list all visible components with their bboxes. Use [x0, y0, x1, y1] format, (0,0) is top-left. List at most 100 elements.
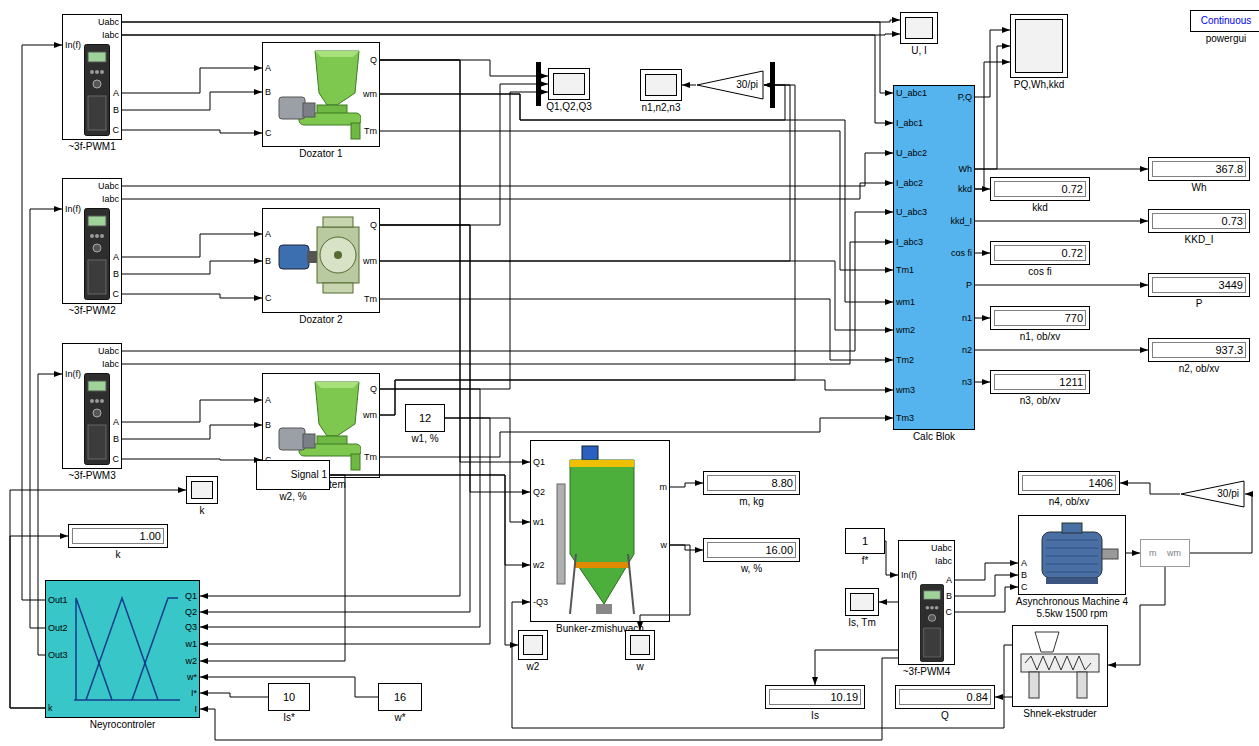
port-label: A — [113, 417, 119, 428]
port-label: Q3 — [185, 622, 197, 633]
display-value: 0.72 — [1062, 247, 1083, 260]
display-block: 770n1, ob/xv — [990, 306, 1090, 330]
port-label: Q1 — [185, 591, 197, 602]
signal-line — [885, 541, 898, 575]
block-name: PQ,Wh,kkd — [1014, 79, 1065, 91]
display-value: 0.73 — [1222, 215, 1243, 228]
scope-block: w2 — [518, 630, 548, 660]
signal-line — [122, 425, 262, 439]
signal-line — [380, 380, 893, 415]
port-label: kkd — [958, 184, 972, 195]
block-name: Dozator 1 — [299, 148, 342, 160]
port-label: wm — [363, 89, 377, 100]
block-name: w, % — [741, 563, 762, 575]
port-label: n2 — [962, 345, 972, 356]
gain-outline — [1181, 481, 1244, 507]
signal-line — [380, 94, 893, 302]
display-block: 0.72cos fi — [990, 241, 1090, 265]
block-name: kkd — [1032, 202, 1048, 214]
port-label: C — [265, 293, 272, 304]
display-value: 8.80 — [772, 477, 793, 490]
signal-line — [200, 389, 480, 627]
block-name: n4, ob/xv — [1049, 496, 1090, 508]
port-label: Out2 — [48, 623, 68, 634]
signal-line — [122, 153, 893, 186]
port-label: Uabc — [98, 181, 119, 192]
port-label: In(f) — [65, 369, 81, 380]
port-label: C — [1021, 582, 1028, 593]
port-label: I — [194, 704, 197, 715]
port-label: Iabc — [102, 30, 119, 41]
display-value: 1.00 — [140, 530, 161, 543]
block-name: U, I — [911, 45, 927, 57]
constant-block: 1f* — [845, 528, 885, 554]
block-name: Is* — [283, 712, 295, 724]
signal-line — [955, 587, 1018, 612]
port-label: Tm — [364, 294, 377, 305]
port-label: wm1 — [896, 297, 915, 308]
inverter-block: UabcIabcIn(f)ABC~3f-PWM4 — [898, 540, 955, 665]
display-block: 937.3n2, ob/xv — [1148, 338, 1250, 362]
port-label: Wh — [959, 164, 973, 175]
port-label: Out1 — [48, 595, 68, 606]
block-name: Dozator 2 — [299, 314, 342, 326]
port-label: w1 — [533, 517, 545, 528]
scope-block: w — [625, 630, 655, 660]
display-block: 1211n3, ob/xv — [990, 370, 1090, 394]
port-label: I_abc1 — [896, 118, 923, 129]
signal-line — [30, 209, 62, 628]
port-label: n3 — [962, 377, 972, 388]
scope-block: k — [186, 476, 218, 504]
port-label: w* — [187, 672, 197, 683]
block-name: Q1,Q2,Q3 — [546, 101, 592, 113]
block-text: 10 — [269, 691, 309, 704]
mixer-block: Q1Q2w1w2-Q3mwBunker-zmishuvach — [530, 440, 670, 622]
block-name: w2, % — [279, 491, 306, 503]
block-name: Is — [811, 710, 819, 722]
port-label: A — [1021, 558, 1027, 569]
block-name: w1, % — [411, 433, 438, 445]
block-name: w — [636, 661, 643, 673]
neuro-controller-block: Out1Out2Out3kQ1Q2Q3w1w2w*I*INeyrocontrol… — [45, 580, 200, 718]
port-label: C — [113, 125, 120, 136]
block-name: m, kg — [739, 496, 763, 508]
display-block: 367.8Wh — [1148, 157, 1250, 181]
display-block: 3449P — [1148, 273, 1250, 297]
port-label: Tm — [364, 452, 377, 463]
block-name: P — [1196, 298, 1203, 310]
signal-line — [380, 60, 548, 76]
signal-line — [330, 475, 518, 645]
block-text: 16 — [379, 691, 421, 704]
signal-line — [200, 60, 460, 596]
signal-builder: Signal 1w2, % — [256, 460, 330, 490]
port-label: C — [946, 607, 953, 618]
port-label: Signal 1 — [291, 469, 327, 481]
signal-line — [380, 299, 893, 360]
port-label: Tm3 — [896, 413, 914, 424]
port-label: B — [113, 105, 119, 116]
display-value: 1406 — [1089, 477, 1113, 490]
signal-line — [995, 697, 1012, 698]
signal-line — [975, 382, 990, 383]
signal-line — [122, 20, 900, 22]
block-name: Neyrocontroler — [90, 719, 156, 731]
signal-line — [10, 490, 186, 708]
port-label: cos fi — [951, 248, 972, 259]
port-label: wm — [363, 256, 377, 267]
port-label: wm2 — [896, 325, 915, 336]
display-value: 16.00 — [765, 544, 793, 557]
display-value: 3449 — [1219, 279, 1243, 292]
signal-line — [200, 693, 268, 697]
block-name: f* — [862, 555, 869, 567]
signal-line — [380, 85, 790, 261]
display-block: 1406n4, ob/xv — [1018, 471, 1120, 495]
display-value: 770 — [1065, 312, 1083, 325]
signal-line — [1120, 483, 1180, 494]
port-label: w2 — [185, 656, 197, 667]
display-value: 367.8 — [1215, 163, 1243, 176]
port-label: B — [946, 591, 952, 602]
port-label: B — [265, 87, 271, 98]
port-label: Q — [370, 55, 377, 66]
signal-line — [122, 34, 900, 35]
